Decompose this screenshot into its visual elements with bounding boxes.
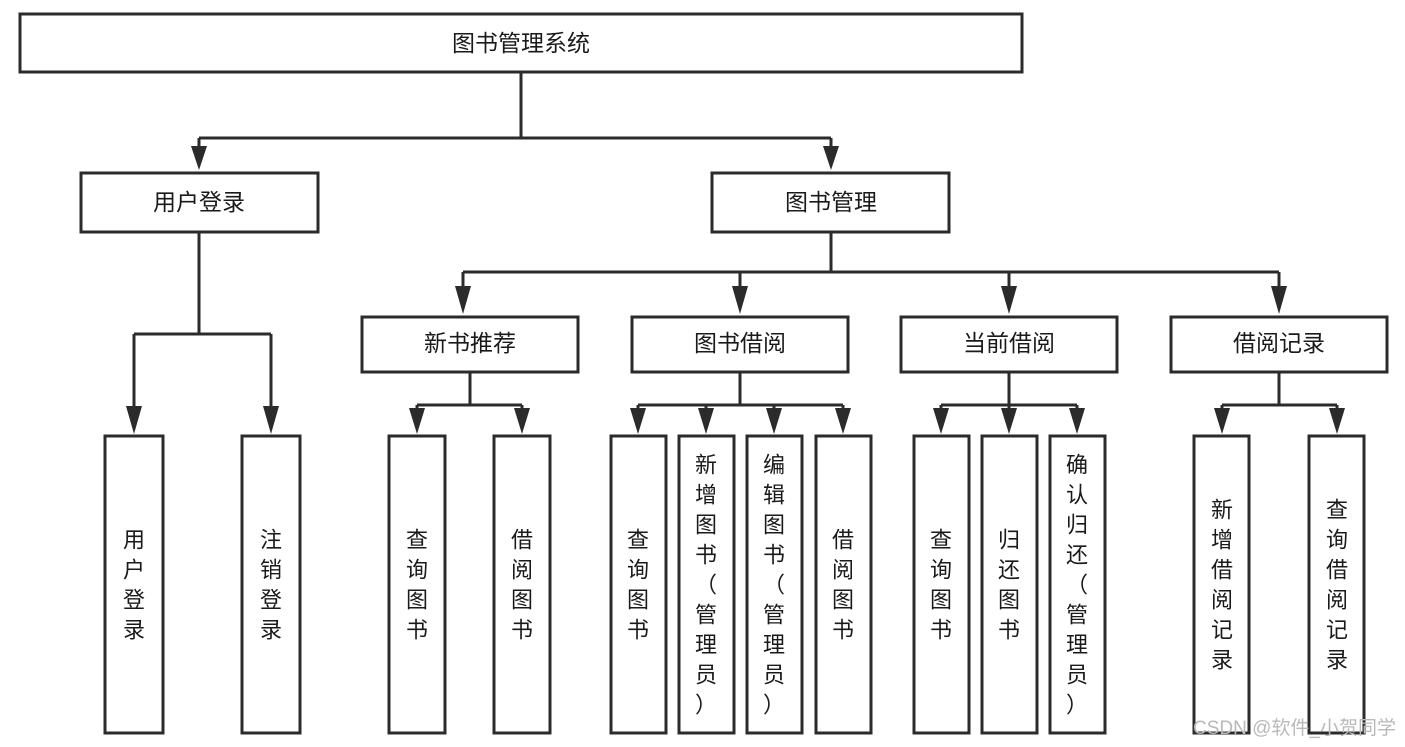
connector-group-user-login [126, 232, 279, 434]
leaf-node-confirm-return[interactable]: 确认归还（管理员） [1048, 434, 1107, 735]
node-user-login[interactable]: 用户登录 [79, 171, 320, 234]
connector-group-root [191, 73, 839, 170]
leaf-node-query-book-2-box [609, 434, 668, 735]
leaf-node-return-book[interactable]: 归还图书 [980, 434, 1039, 735]
leaf-node-add-book-label: 新增图书（管理员） [695, 452, 717, 717]
connector-group-new-book-recommend [409, 372, 530, 434]
node-root-system[interactable]: 图书管理系统 [18, 12, 1024, 74]
leaf-node-add-record-label: 新增借阅记录 [1211, 497, 1233, 672]
leaf-node-add-book[interactable]: 新增图书（管理员） [677, 434, 736, 735]
leaf-node-user-login-box [103, 434, 165, 735]
arrow-nbr-leaf-2-icon [514, 408, 530, 434]
node-book-manage-box [710, 171, 951, 234]
node-new-book-recommend[interactable]: 新书推荐 [360, 315, 580, 374]
leaf-node-confirm-return-label: 确认归还（管理员） [1066, 452, 1088, 717]
leaf-node-logout-login-box [240, 434, 302, 735]
arrow-root-to-book-manage-icon [823, 146, 839, 170]
leaf-node-edit-book-label: 编辑图书（管理员） [763, 452, 785, 717]
leaf-node-query-record-label: 查询借阅记录 [1326, 497, 1348, 672]
leaf-node-borrow-book-1[interactable]: 借阅图书 [492, 434, 552, 735]
connector-group-book-borrow [630, 372, 851, 434]
leaf-node-edit-book[interactable]: 编辑图书（管理员） [745, 434, 804, 735]
leaf-node-query-book-3-label: 查询图书 [930, 527, 952, 642]
leaf-node-borrow-book-1-label: 借阅图书 [511, 527, 533, 642]
node-borrow-record-label: 借阅记录 [1233, 330, 1325, 356]
leaf-node-query-book-2-label: 查询图书 [627, 527, 649, 642]
leaf-node-add-record[interactable]: 新增借阅记录 [1192, 434, 1251, 735]
node-borrow-record-box [1169, 315, 1389, 374]
leaf-node-return-book-label: 归还图书 [998, 527, 1020, 642]
node-current-borrow-label: 当前借阅 [963, 330, 1055, 356]
leaf-node-borrow-book-2-label: 借阅图书 [832, 527, 854, 642]
arrow-br-leaf-2-icon [1329, 408, 1345, 434]
node-book-borrow[interactable]: 图书借阅 [630, 315, 850, 374]
node-book-borrow-box [630, 315, 850, 374]
node-current-borrow-box [899, 315, 1119, 374]
connector-group-book-manage [455, 232, 1287, 314]
leaf-node-borrow-book-1-box [492, 434, 552, 735]
node-user-login-label: 用户登录 [153, 189, 245, 215]
leaf-node-user-login[interactable]: 用户登录 [103, 434, 165, 735]
leaf-node-user-login-label: 用户登录 [123, 527, 145, 642]
leaf-node-add-record-box [1192, 434, 1251, 735]
leaf-node-query-book-1-box [387, 434, 447, 735]
arrow-bb-leaf-4-icon [835, 408, 851, 434]
leaf-node-return-book-box [980, 434, 1039, 735]
node-borrow-record[interactable]: 借阅记录 [1169, 315, 1389, 374]
node-new-book-recommend-label: 新书推荐 [424, 330, 516, 356]
leaf-node-query-book-3[interactable]: 查询图书 [912, 434, 971, 735]
node-user-login-box [79, 171, 320, 234]
leaf-node-borrow-book-2[interactable]: 借阅图书 [814, 434, 873, 735]
node-book-manage[interactable]: 图书管理 [710, 171, 951, 234]
arrow-user-login-leaf-2-icon [263, 406, 279, 434]
leaf-node-query-record[interactable]: 查询借阅记录 [1307, 434, 1366, 735]
leaf-node-query-book-3-box [912, 434, 971, 735]
node-root-system-label: 图书管理系统 [452, 30, 590, 56]
node-current-borrow[interactable]: 当前借阅 [899, 315, 1119, 374]
arrow-bb-leaf-2-icon [698, 408, 714, 434]
arrow-br-leaf-1-icon [1214, 408, 1230, 434]
node-book-borrow-label: 图书借阅 [694, 330, 786, 356]
arrow-book-manage-child-3-icon [1001, 286, 1017, 314]
node-book-manage-label: 图书管理 [785, 189, 877, 215]
arrow-cb-leaf-2-icon [1001, 408, 1017, 434]
node-new-book-recommend-box [360, 315, 580, 374]
leaf-node-logout-login-label: 注销登录 [260, 527, 282, 642]
arrow-cb-leaf-3-icon [1069, 408, 1085, 434]
arrow-user-login-leaf-1-icon [126, 406, 142, 434]
connector-group-current-borrow [933, 372, 1085, 434]
arrow-cb-leaf-1-icon [933, 408, 949, 434]
connector-group-borrow-record [1214, 372, 1345, 434]
leaf-node-query-book-1[interactable]: 查询图书 [387, 434, 447, 735]
arrow-root-to-user-login-icon [191, 146, 207, 170]
leaf-node-query-record-box [1307, 434, 1366, 735]
arrow-book-manage-child-1-icon [455, 286, 471, 314]
arrow-bb-leaf-1-icon [630, 408, 646, 434]
arrow-book-manage-child-2-icon [732, 286, 748, 314]
leaf-node-borrow-book-2-box [814, 434, 873, 735]
leaf-node-logout-login[interactable]: 注销登录 [240, 434, 302, 735]
leaf-node-add-book-box [677, 434, 736, 735]
csdn-watermark: CSDN @软件_小贺同学 [1193, 717, 1396, 739]
node-root-system-box [18, 12, 1024, 74]
leaf-node-edit-book-box [745, 434, 804, 735]
arrow-book-manage-child-4-icon [1271, 286, 1287, 314]
arrow-bb-leaf-3-icon [766, 408, 782, 434]
leaf-node-confirm-return-box [1048, 434, 1107, 735]
leaf-node-query-book-2[interactable]: 查询图书 [609, 434, 668, 735]
arrow-nbr-leaf-1-icon [409, 408, 425, 434]
leaf-node-query-book-1-label: 查询图书 [406, 527, 428, 642]
